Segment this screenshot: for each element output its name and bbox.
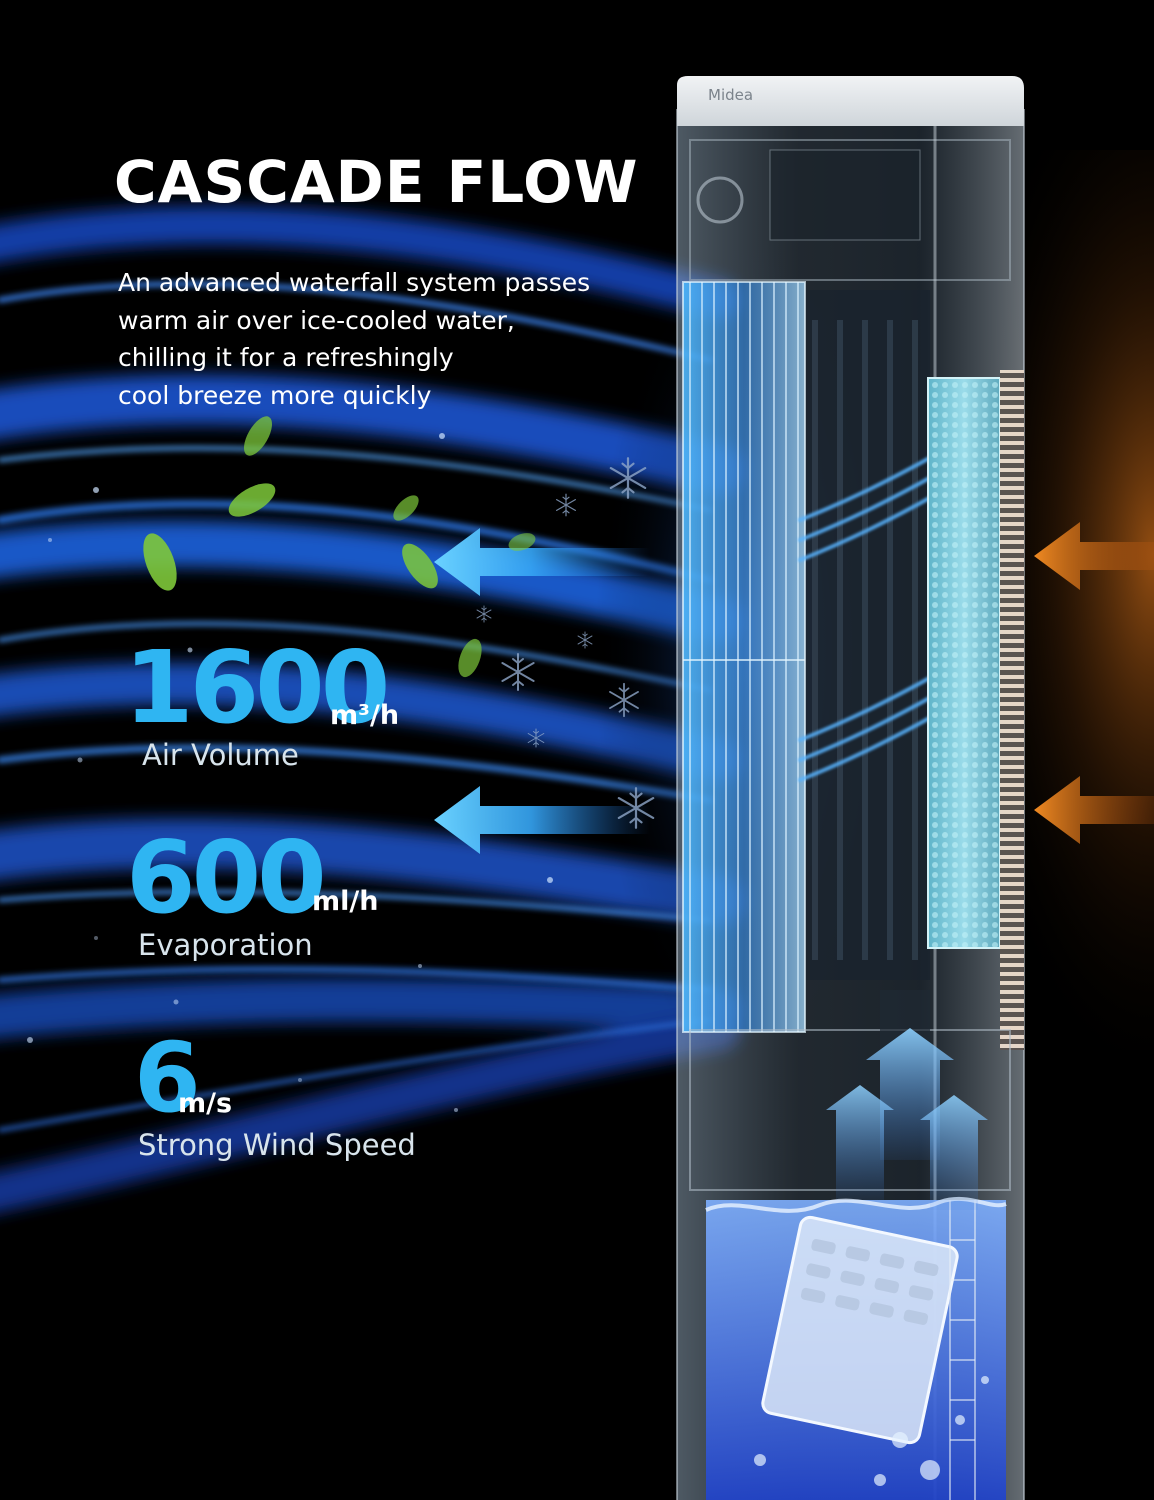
rear-intake-grille: [1000, 370, 1024, 1050]
cool-air-arrow-icon: [434, 528, 650, 854]
warm-air-arrow-icon: [1034, 522, 1154, 844]
sparkles: [27, 433, 553, 1112]
internal-airflow: [798, 453, 937, 782]
ice-pack: [761, 1215, 959, 1445]
air-cooler-tower: [676, 76, 1025, 1500]
leaf-icon: [143, 416, 536, 678]
updraft-arrow-icon: [826, 1028, 988, 1210]
top-cap: [677, 76, 1024, 126]
